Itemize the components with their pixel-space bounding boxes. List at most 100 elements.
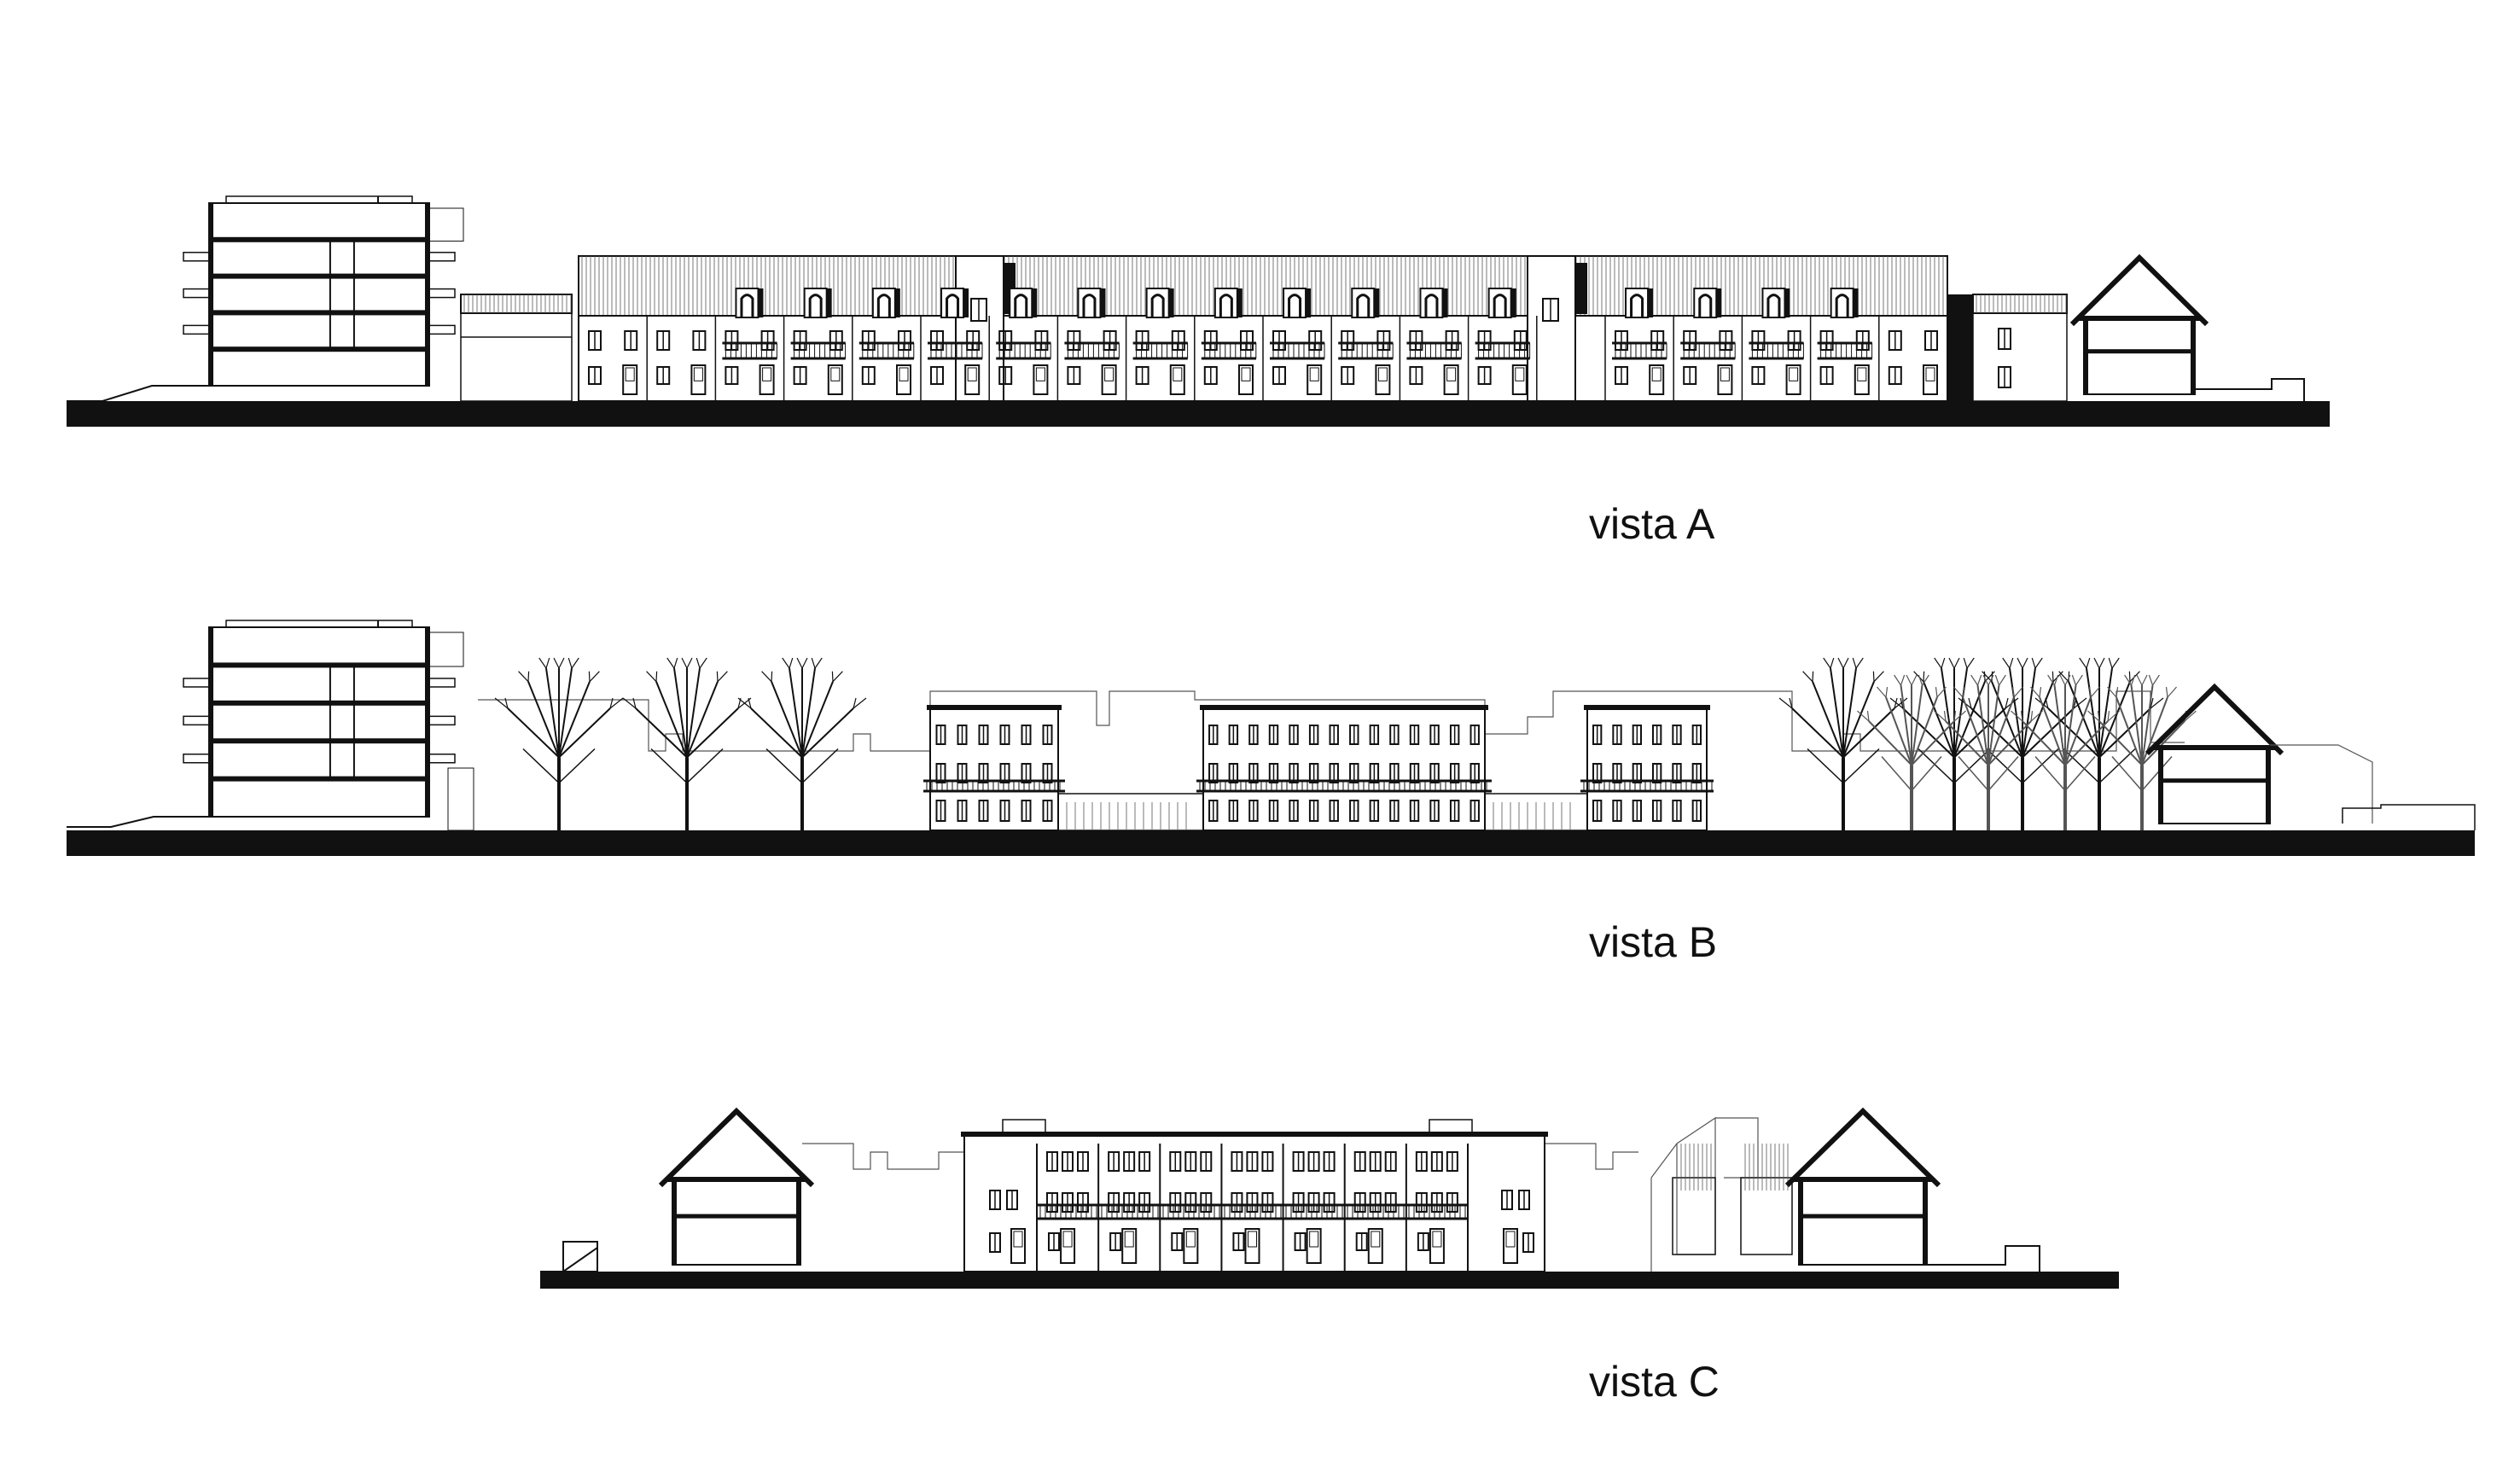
window — [624, 330, 638, 351]
balcony-right — [428, 324, 456, 335]
door-panel — [1248, 1231, 1257, 1248]
tree-twig — [801, 657, 808, 669]
tree-branch — [2064, 756, 2096, 791]
window — [1542, 298, 1559, 322]
window — [1231, 1151, 1243, 1172]
window — [1470, 763, 1480, 783]
window — [1353, 1192, 1366, 1213]
boundary-wall — [2195, 378, 2305, 401]
window — [1248, 800, 1259, 822]
background-skyline — [802, 1143, 965, 1170]
door — [1238, 364, 1254, 395]
tree-branch — [1842, 681, 1875, 758]
window — [861, 366, 876, 385]
window — [1612, 800, 1622, 822]
house-floor — [672, 1214, 800, 1219]
house-floor — [1799, 1214, 1927, 1219]
tree-branch — [650, 748, 688, 784]
gabled-house-section — [1784, 1107, 1941, 1266]
window — [1389, 725, 1400, 745]
window — [1592, 725, 1603, 745]
tree-twig — [789, 657, 794, 669]
tree-branch — [2086, 667, 2100, 758]
tree-branch — [1911, 720, 1955, 766]
tree-branch — [1970, 707, 2023, 759]
door-frame — [1244, 1228, 1260, 1264]
balcony-left — [183, 252, 210, 262]
tree-twig — [2059, 674, 2066, 686]
tree-branch — [558, 681, 591, 758]
tree-branch — [558, 667, 573, 758]
window — [1787, 330, 1801, 351]
dormer-shadow — [1510, 288, 1516, 317]
tree-twig — [2053, 674, 2059, 686]
window — [1294, 1232, 1307, 1251]
window — [1077, 1192, 1089, 1213]
tree-twig — [2107, 686, 2117, 698]
window — [1268, 763, 1279, 783]
tree-branch — [1868, 720, 1912, 766]
window — [1855, 330, 1870, 351]
window — [1108, 1151, 1120, 1172]
tree-twig — [1873, 671, 1884, 683]
tree-twig — [1789, 697, 1793, 709]
tree-background — [1857, 674, 1966, 830]
window — [1449, 800, 1460, 822]
tree-background — [2087, 674, 2197, 830]
tree-branch — [507, 707, 560, 759]
roof-outline — [1972, 294, 2068, 314]
elevation-vista-b — [67, 620, 2476, 856]
dormer-shadow — [1442, 288, 1448, 317]
tree-branch — [686, 748, 724, 784]
roof-parapet — [225, 195, 413, 204]
door-panel — [1505, 1231, 1516, 1248]
tree-twig — [1872, 671, 1875, 682]
dormer-body — [1761, 288, 1786, 318]
dormer-window — [1356, 294, 1371, 317]
tree-twig — [695, 657, 701, 669]
window — [1289, 763, 1299, 783]
window — [1819, 366, 1834, 385]
tree-branch — [2098, 720, 2143, 766]
window — [1683, 330, 1697, 351]
tree-twig — [853, 697, 867, 709]
tree-twig — [1934, 710, 1947, 722]
tree-twig — [1982, 674, 1989, 686]
door — [690, 364, 707, 395]
balcony-right — [428, 678, 456, 688]
window — [1329, 763, 1339, 783]
roof — [1972, 294, 2068, 314]
dormer — [1487, 288, 1516, 318]
tree-twig — [527, 671, 530, 682]
tree-twig — [2047, 674, 2056, 686]
tree-branch — [2141, 684, 2154, 766]
door — [1010, 1228, 1026, 1264]
tree-twig — [2030, 711, 2034, 722]
window — [1349, 763, 1359, 783]
window — [1888, 366, 1902, 385]
door — [1121, 1228, 1138, 1264]
tree-twig — [494, 697, 509, 709]
tree-branch — [2022, 681, 2054, 758]
tree-twig — [609, 697, 624, 709]
window — [1389, 800, 1400, 822]
window — [1477, 330, 1492, 351]
dormer-window — [1698, 294, 1713, 317]
tree-twig — [2128, 671, 2131, 682]
tree-twig — [2030, 686, 2040, 698]
floor-slab — [209, 236, 429, 242]
tree-branch — [558, 707, 611, 759]
window — [1415, 1151, 1428, 1172]
roof-access — [1429, 1119, 1473, 1134]
dormer-window — [1424, 294, 1439, 317]
tree-branch — [635, 707, 688, 759]
window — [1171, 330, 1185, 351]
window — [1522, 1232, 1534, 1253]
tree-branch — [1953, 707, 2006, 759]
window — [935, 725, 946, 745]
tree-branch — [2098, 681, 2131, 758]
house-wall-right — [2266, 748, 2270, 824]
window — [1246, 1192, 1259, 1213]
window — [1021, 800, 1032, 822]
tree-twig — [1994, 674, 2000, 686]
